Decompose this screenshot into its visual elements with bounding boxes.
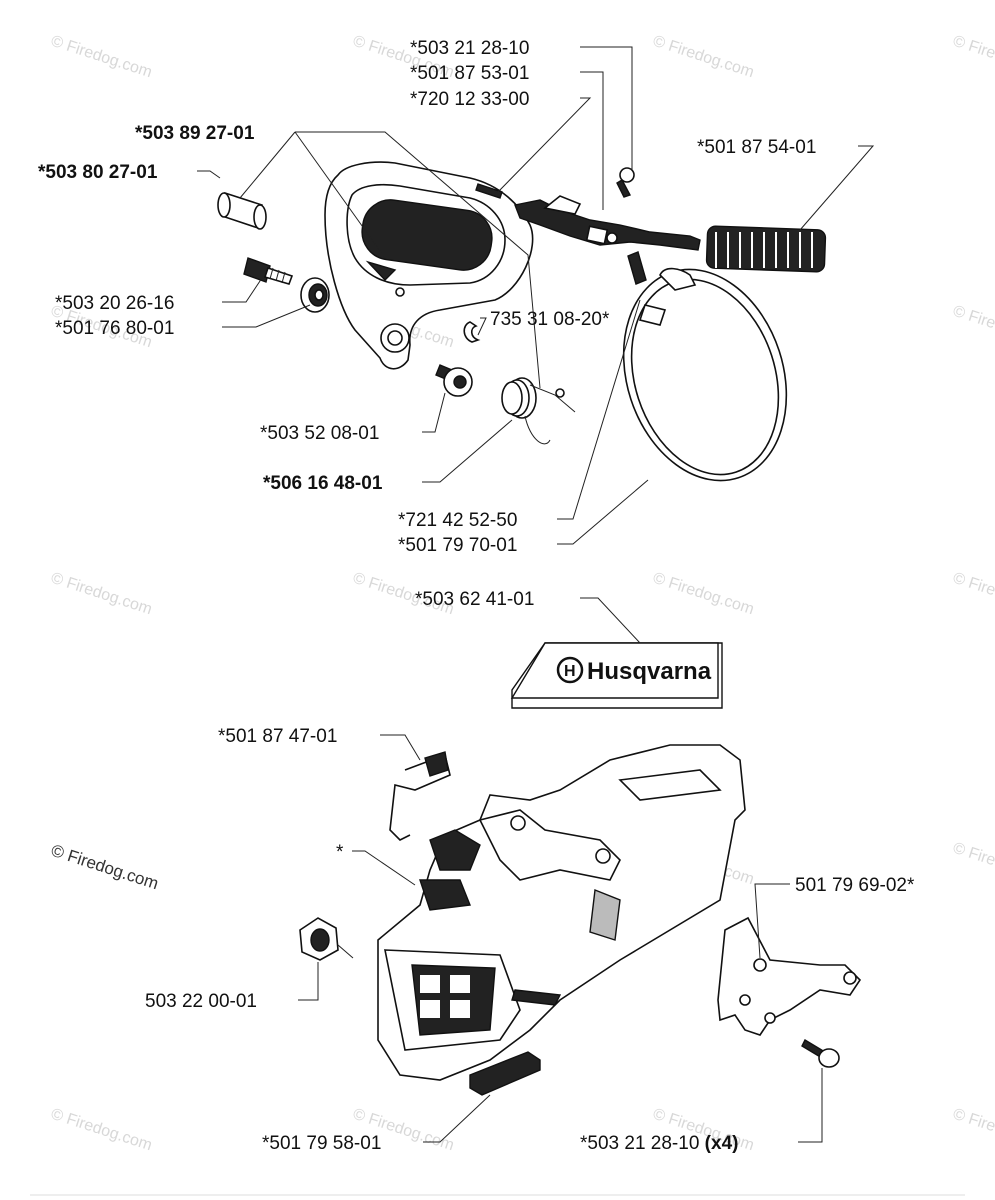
watermark: © Firedog.com (651, 570, 756, 619)
part-number-label: *503 80 27-01 (38, 162, 158, 183)
spring-clip-part (389, 751, 451, 841)
watermark: © Firedog.com (651, 33, 756, 82)
part-number-label: *501 87 54-01 (697, 137, 816, 158)
part-number-label: *501 76 80-01 (55, 318, 174, 339)
part-number-label: *720 12 33-00 (410, 89, 529, 110)
part-number-label: *506 16 48-01 (263, 473, 383, 494)
watermark: © Firedog.com (49, 841, 161, 894)
watermark: © Firedog.com (951, 840, 995, 889)
part-number-label: 735 31 08-20* (490, 309, 610, 330)
part-number-label: *501 87 47-01 (218, 726, 337, 747)
part-drawings-top (217, 161, 827, 482)
part-number-label: *503 21 28-10 (x4) (580, 1133, 738, 1154)
part-number-label: 501 79 69-02* (795, 875, 915, 896)
brake-band-part (622, 251, 788, 482)
watermark: © Firedog.com (49, 570, 154, 619)
watermark: © Firedog.com (49, 1106, 154, 1155)
watermark: © Firedog.com (951, 33, 995, 82)
nut-part (300, 277, 330, 313)
part-number-label: 503 22 00-01 (145, 991, 257, 1012)
watermark: © Firedog.com (951, 570, 995, 619)
part-number-label: *503 89 27-01 (135, 123, 255, 144)
spring-part (501, 377, 576, 445)
watermark: © Firedog.com (49, 33, 154, 82)
husqvarna-logo-text: Husqvarna (587, 658, 712, 685)
svg-text:H: H (564, 663, 576, 680)
part-number-label: *503 62 41-01 (415, 589, 534, 610)
part-number-label: *503 20 26-16 (55, 293, 174, 314)
part-number-label: * (336, 842, 344, 863)
screw-part (243, 257, 294, 285)
coil-spring-part (705, 225, 827, 273)
brake-lever-part (475, 167, 701, 251)
part-number-label: *501 79 70-01 (398, 535, 517, 556)
clip-part (463, 321, 481, 343)
part-number-label: *503 21 28-10 (410, 38, 529, 59)
bolt-part (435, 364, 473, 397)
decal-part: H Husqvarna (510, 642, 723, 709)
part-drawings-bottom: H Husqvarna (299, 642, 862, 1096)
watermark: © Firedog.com (951, 303, 995, 352)
part-labels: *503 21 28-10 *501 87 53-01 *720 12 33-0… (38, 38, 915, 1154)
part-number-label: *501 79 58-01 (262, 1133, 381, 1154)
clutch-cover-part (377, 744, 746, 1081)
leader-lines (197, 46, 875, 1143)
sleeve-part (217, 191, 267, 230)
watermark: © Firedog.com (951, 1106, 995, 1155)
screw-x4-part (801, 1039, 840, 1068)
bar-nut-part (299, 917, 339, 961)
pad-part (469, 1051, 541, 1096)
handguard-part (324, 161, 534, 370)
part-number-label: *503 52 08-01 (260, 423, 379, 444)
part-number-label: *501 87 53-01 (410, 63, 529, 84)
chain-catcher-plate-part (717, 916, 862, 1036)
part-number-label: *721 42 52-50 (398, 510, 517, 531)
